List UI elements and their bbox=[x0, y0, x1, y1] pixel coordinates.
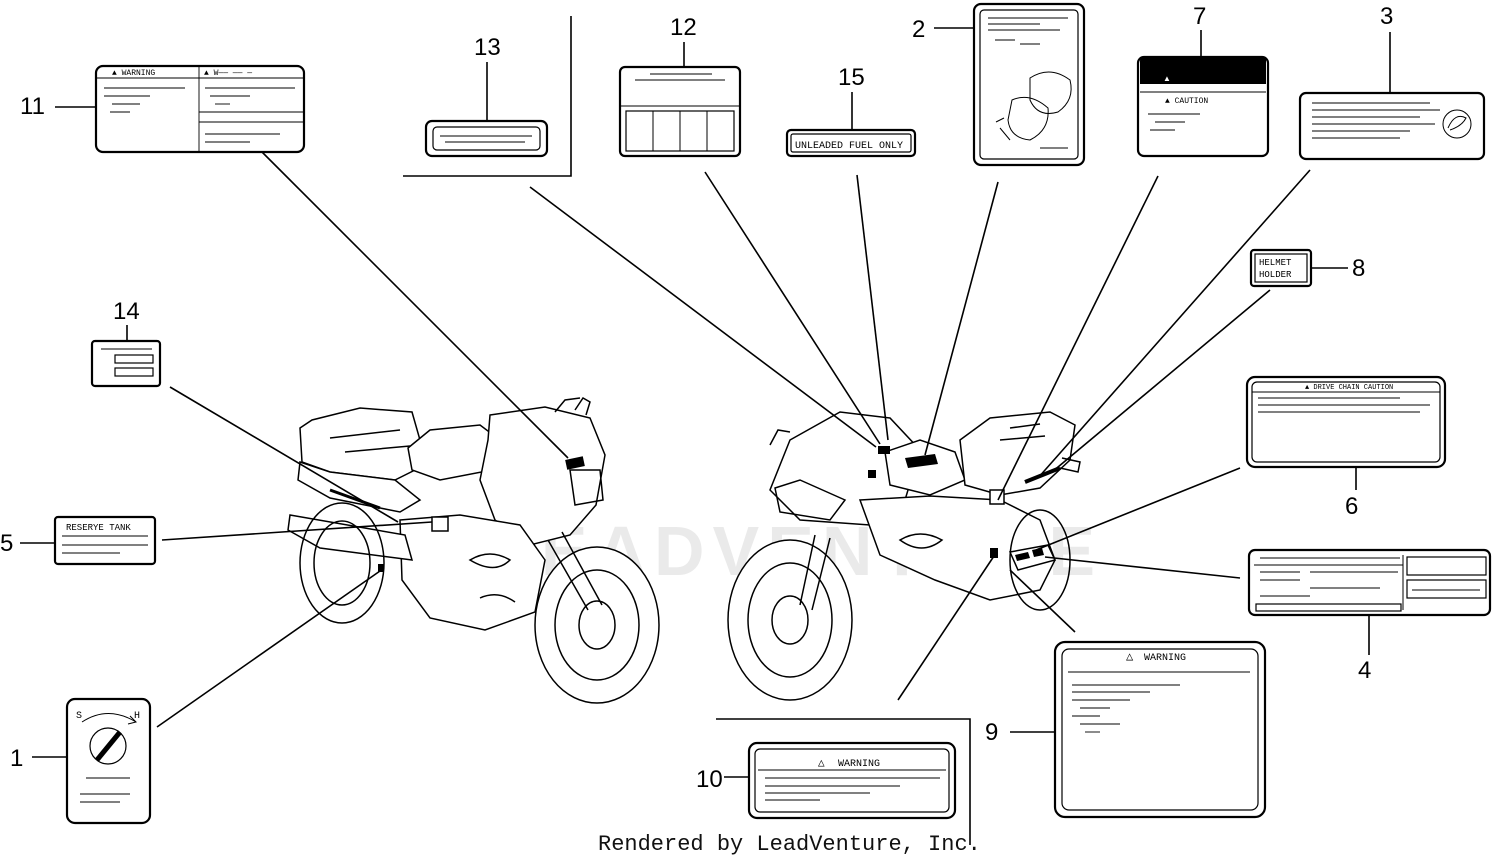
leader-10 bbox=[897, 555, 995, 701]
leader-6 bbox=[1035, 467, 1241, 551]
callout-8: 8 bbox=[1352, 255, 1365, 282]
callout-3: 3 bbox=[1380, 3, 1393, 30]
leader-2 bbox=[924, 181, 999, 456]
label-11-warning-dual: ▲ WARNING ▲ W—— —— — bbox=[94, 64, 306, 154]
callout-10: 10 bbox=[696, 766, 723, 793]
label-1-choke: S H bbox=[65, 697, 152, 825]
callout-15: 15 bbox=[838, 64, 865, 91]
label-12 bbox=[618, 65, 742, 158]
label-8-line2: HOLDER bbox=[1259, 270, 1292, 280]
callout-13: 13 bbox=[474, 34, 501, 61]
frame-10 bbox=[716, 718, 971, 845]
label-9-heading: WARNING bbox=[1144, 653, 1186, 664]
label-15-text: UNLEADED FUEL ONLY bbox=[795, 141, 903, 152]
leader-13 bbox=[529, 186, 877, 448]
label-5-reserve-tank: RESERYE TANK bbox=[53, 515, 157, 566]
callout-12: 12 bbox=[670, 14, 697, 41]
callout-5: 5 bbox=[0, 530, 13, 557]
leader-11 bbox=[261, 151, 569, 459]
leader-8 bbox=[1051, 289, 1271, 473]
leader-5 bbox=[161, 521, 433, 541]
callout-1: 1 bbox=[10, 745, 23, 772]
leader-14 bbox=[169, 386, 399, 523]
leader-15 bbox=[856, 174, 889, 441]
leader-12 bbox=[704, 171, 881, 445]
callout-9: 9 bbox=[985, 719, 998, 746]
leader-1 bbox=[156, 570, 381, 728]
callout-2: 2 bbox=[912, 16, 925, 43]
label-11-heading: ▲ WARNING bbox=[112, 69, 155, 78]
label-2 bbox=[972, 2, 1086, 167]
label-8-helmet-holder: HELMET HOLDER bbox=[1249, 248, 1313, 288]
callout-7: 7 bbox=[1193, 3, 1206, 30]
leader-9 bbox=[1009, 569, 1076, 633]
svg-text:▲ W—— —— —: ▲ W—— —— — bbox=[204, 69, 252, 78]
label-5-text: RESERYE TANK bbox=[66, 523, 131, 533]
label-7-heading: ▲ CAUTION bbox=[1165, 97, 1208, 106]
label-8-line1: HELMET bbox=[1259, 258, 1292, 268]
svg-text:▲: ▲ bbox=[1163, 74, 1171, 83]
label-10-heading: WARNING bbox=[838, 759, 880, 770]
leader-7 bbox=[997, 175, 1159, 501]
label-6-drive-chain: ▲ DRIVE CHAIN CAUTION bbox=[1245, 375, 1447, 469]
label-6-heading: ▲ DRIVE CHAIN CAUTION bbox=[1305, 384, 1393, 392]
label-3 bbox=[1298, 91, 1486, 161]
callout-14: 14 bbox=[113, 298, 140, 325]
label-10-warning: △ WARNING bbox=[747, 741, 957, 820]
label-1-s: S bbox=[76, 711, 82, 722]
label-7-caution: ▲ ▲ CAUTION bbox=[1136, 55, 1270, 158]
motorcycle-right bbox=[727, 411, 1081, 701]
label-1-h: H bbox=[134, 711, 140, 722]
leader-3 bbox=[1037, 169, 1311, 479]
label-4 bbox=[1247, 548, 1492, 617]
label-9-warning: △ WARNING bbox=[1053, 640, 1267, 819]
svg-text:△: △ bbox=[818, 758, 825, 770]
footer-credit: Rendered by LeadVenture, Inc. bbox=[598, 832, 981, 857]
label-13 bbox=[424, 119, 549, 158]
label-14 bbox=[90, 339, 162, 388]
callout-6: 6 bbox=[1345, 493, 1358, 520]
callout-11: 11 bbox=[20, 93, 45, 120]
leader-4 bbox=[1044, 556, 1241, 579]
motorcycle-left bbox=[287, 397, 660, 704]
callout-4: 4 bbox=[1358, 657, 1371, 684]
label-15-unleaded: UNLEADED FUEL ONLY bbox=[785, 128, 917, 158]
frame-13 bbox=[403, 16, 572, 177]
svg-text:△: △ bbox=[1126, 650, 1134, 664]
